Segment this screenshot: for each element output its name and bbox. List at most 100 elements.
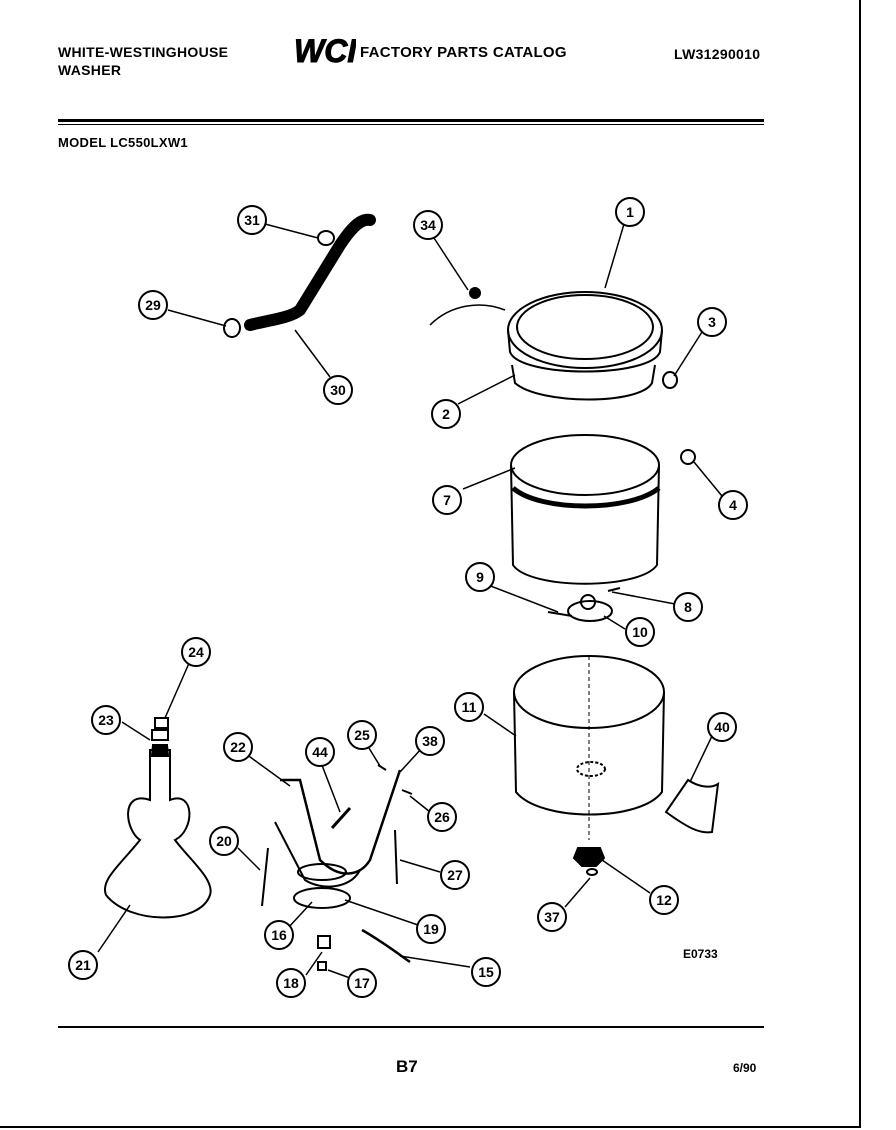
agitator	[103, 717, 212, 919]
callout-number: 29	[145, 297, 161, 313]
callout-number: 8	[684, 599, 692, 615]
model-label: MODEL LC550LXW1	[58, 135, 188, 150]
callout-2: 2	[431, 399, 461, 429]
leader-lines	[97, 223, 723, 979]
callout-circle	[454, 692, 484, 722]
callout-circle	[347, 720, 377, 750]
callout-number: 38	[422, 733, 438, 749]
callout-40: 40	[707, 712, 737, 742]
callout-26: 26	[427, 802, 457, 832]
footer-rule	[58, 1026, 764, 1028]
callout-circle	[649, 885, 679, 915]
outer-tub	[513, 655, 665, 840]
callout-23: 23	[91, 705, 121, 735]
callout-number: 10	[632, 624, 648, 640]
callout-circle	[276, 968, 306, 998]
header-rule	[58, 119, 764, 122]
callout-8: 8	[673, 592, 703, 622]
callout-circle	[181, 637, 211, 667]
callout-number: 44	[312, 744, 328, 760]
callout-circle	[625, 617, 655, 647]
hub-assembly	[547, 587, 621, 622]
callout-19: 19	[416, 914, 446, 944]
callout-number: 34	[420, 217, 436, 233]
catalog-number: LW31290010	[674, 46, 761, 62]
callout-number: 19	[423, 921, 439, 937]
callout-circle	[68, 950, 98, 980]
drive-assembly	[261, 764, 413, 971]
callout-circle	[697, 307, 727, 337]
callout-3: 3	[697, 307, 727, 337]
tub-ring	[429, 287, 678, 401]
callout-circle	[305, 737, 335, 767]
callout-1: 1	[615, 197, 645, 227]
callout-30: 30	[323, 375, 353, 405]
callout-17: 17	[347, 968, 377, 998]
callout-number: 20	[216, 833, 232, 849]
callout-circle	[465, 562, 495, 592]
callout-number: 40	[714, 719, 730, 735]
callout-22: 22	[223, 732, 253, 762]
callout-44: 44	[305, 737, 335, 767]
callout-circle	[323, 375, 353, 405]
callout-number: 16	[271, 927, 287, 943]
callout-circle	[415, 726, 445, 756]
callout-number: 23	[98, 712, 114, 728]
callout-number: 7	[443, 492, 451, 508]
callout-number: 25	[354, 727, 370, 743]
callout-circle	[237, 205, 267, 235]
callout-31: 31	[237, 205, 267, 235]
callout-number: 31	[244, 212, 260, 228]
callout-number: 12	[656, 892, 672, 908]
callout-number: 30	[330, 382, 346, 398]
wci-logo: WCI	[294, 34, 357, 66]
callout-number: 3	[708, 314, 716, 330]
callout-circle	[347, 968, 377, 998]
callout-circle	[209, 826, 239, 856]
callout-circle	[673, 592, 703, 622]
callout-16: 16	[264, 920, 294, 950]
callout-number: 17	[354, 975, 370, 991]
callout-7: 7	[432, 485, 462, 515]
diagram-code: E0733	[683, 947, 718, 961]
callout-circle	[223, 732, 253, 762]
callout-circle	[431, 399, 461, 429]
callout-18: 18	[276, 968, 306, 998]
callout-circle	[718, 490, 748, 520]
callout-9: 9	[465, 562, 495, 592]
callout-circle	[416, 914, 446, 944]
catalog-title: FACTORY PARTS CATALOG	[360, 44, 567, 61]
callout-circle	[440, 860, 470, 890]
callout-number: 24	[188, 644, 204, 660]
callout-circle	[537, 902, 567, 932]
callout-circle	[615, 197, 645, 227]
callout-circle	[471, 957, 501, 987]
wci-logo-text: WCI	[294, 34, 356, 66]
callout-circle	[432, 485, 462, 515]
page-number: B7	[396, 1057, 418, 1076]
brand-line-2: WASHER	[58, 62, 122, 78]
callout-27: 27	[440, 860, 470, 890]
callout-circle	[138, 290, 168, 320]
print-date: 6/90	[733, 1061, 757, 1075]
callout-10: 10	[625, 617, 655, 647]
callout-circle	[427, 802, 457, 832]
callout-number: 1	[626, 204, 634, 220]
callout-circle	[707, 712, 737, 742]
callout-number: 9	[476, 569, 484, 585]
callout-number: 37	[544, 909, 560, 925]
callout-number: 15	[478, 964, 494, 980]
callout-circle	[91, 705, 121, 735]
callout-number: 4	[729, 497, 737, 513]
callout-circle	[413, 210, 443, 240]
callout-37: 37	[537, 902, 567, 932]
shield	[664, 778, 720, 834]
spin-basket	[510, 434, 696, 585]
header-rule-thin	[58, 124, 764, 125]
brand-line-1: WHITE-WESTINGHOUSE	[58, 44, 229, 60]
callout-20: 20	[209, 826, 239, 856]
callout-number: 27	[447, 867, 463, 883]
callout-number: 26	[434, 809, 450, 825]
callout-4: 4	[718, 490, 748, 520]
